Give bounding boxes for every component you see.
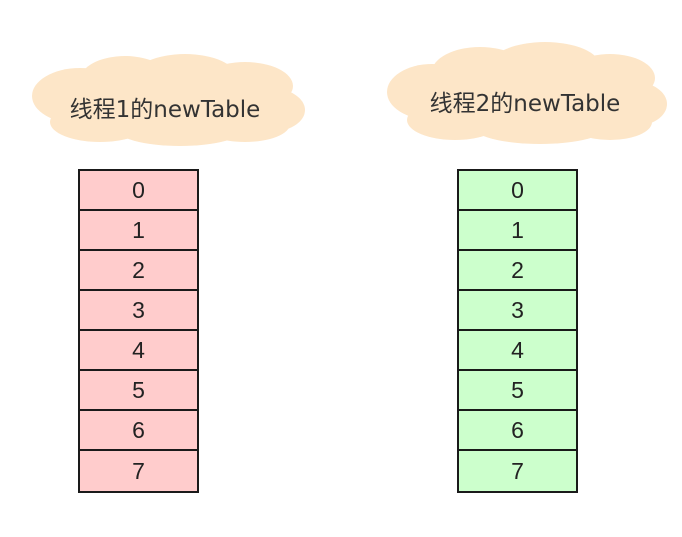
table-slot: 0 <box>459 171 576 211</box>
table-slot: 4 <box>459 331 576 371</box>
table-title-thread1: 线程1的newTable <box>69 97 261 123</box>
table-slot: 0 <box>80 171 197 211</box>
table-slot: 1 <box>80 211 197 251</box>
newtable-thread2: 0 1 2 3 4 5 6 7 <box>457 169 578 493</box>
newtable-thread1: 0 1 2 3 4 5 6 7 <box>78 169 199 493</box>
table-slot: 7 <box>459 451 576 491</box>
table-slot: 6 <box>459 411 576 451</box>
table-title-thread2: 线程2的newTable <box>429 91 621 117</box>
table-slot: 7 <box>80 451 197 491</box>
table-slot: 3 <box>80 291 197 331</box>
cloud-right <box>387 42 667 144</box>
table-slot: 2 <box>80 251 197 291</box>
table-slot: 3 <box>459 291 576 331</box>
table-slot: 6 <box>80 411 197 451</box>
table-slot: 2 <box>459 251 576 291</box>
cloud-left <box>32 54 305 146</box>
table-slot: 5 <box>459 371 576 411</box>
table-slot: 1 <box>459 211 576 251</box>
table-slot: 4 <box>80 331 197 371</box>
table-slot: 5 <box>80 371 197 411</box>
